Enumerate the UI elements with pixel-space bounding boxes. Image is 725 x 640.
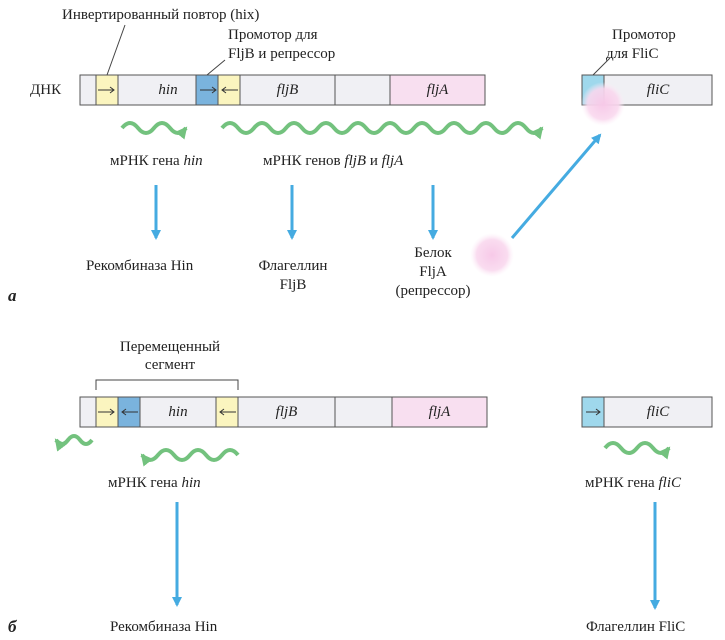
hix-leader-line [106, 24, 126, 76]
product-fliC-b: Флагеллин FliC [586, 619, 686, 635]
dna-strand-fliC-b [581, 396, 713, 428]
repression-arrow-a [510, 133, 602, 239]
product-hin-a: Рекомбиназа Hin [86, 258, 194, 274]
hix-label: Инвертированный повтор (hix) [62, 7, 260, 23]
product-fljB-line2: FljB [279, 277, 307, 293]
fljA-gene-a [389, 74, 486, 106]
gene-hin-b: hin [168, 404, 188, 420]
mrna-fliC-label-b: мРНК гена fliC [585, 475, 681, 491]
gene-fljB-b: fljB [275, 404, 298, 420]
product-fljA-line2: FljA [419, 264, 447, 280]
gene-fljB-a: fljB [276, 82, 299, 98]
dna-label: ДНК [30, 82, 62, 98]
product-fljA-line3: (репрессор) [395, 283, 471, 299]
product-hin-b: Рекомбиназа Hin [110, 619, 218, 635]
product-fljB-line1: Флагеллин [258, 258, 328, 274]
panel-letter-a: а [8, 286, 17, 305]
dna-strand-a [79, 74, 486, 106]
moved-segment-label-line2: сегмент [144, 357, 196, 373]
moved-segment-bracket [95, 379, 239, 390]
fljB-promoter-leader-line [206, 59, 226, 76]
panel-letter-b: б [8, 617, 17, 636]
fljB-promoter-label-line1: Промотор для [228, 27, 318, 43]
mrna-hin-label-a: мРНК гена hin [110, 153, 203, 169]
gene-fliC-b: fliC [646, 404, 670, 420]
gene-fljA-a: fljA [426, 82, 449, 98]
dna-strand-fliC-a [581, 74, 713, 126]
mrna-hin-wave-a [120, 121, 188, 140]
dna-strand-b [79, 396, 488, 428]
mrna-hin-wave-b [140, 448, 240, 467]
gene-fliC-a: fliC [646, 82, 670, 98]
mrna-leftward-wave-b [54, 434, 94, 452]
gene-hin-a: hin [158, 82, 178, 98]
mrna-fljBA-wave-a [220, 121, 544, 140]
fljA-repressor-protein [470, 233, 514, 277]
fliC-promoter-label-line2: для FliC [606, 46, 659, 62]
product-fljA-line1: Белок [414, 245, 452, 261]
mrna-fliC-wave-b [603, 441, 671, 460]
fljA-gene-b [391, 396, 488, 428]
repressor-bound-to-fliC-promoter [581, 82, 625, 126]
mrna-hin-label-b: мРНК гена hin [108, 475, 201, 491]
fliC-promoter-leader-line [592, 57, 611, 76]
fljB-promoter-label-line2: FljB и репрессор [228, 46, 336, 62]
gene-fljA-b: fljA [428, 404, 451, 420]
mrna-fljBA-label-a: мРНК генов fljB и fljA [263, 153, 404, 169]
fliC-promoter-label-line1: Промотор [612, 27, 676, 43]
moved-segment-label-line1: Перемещенный [119, 339, 221, 355]
